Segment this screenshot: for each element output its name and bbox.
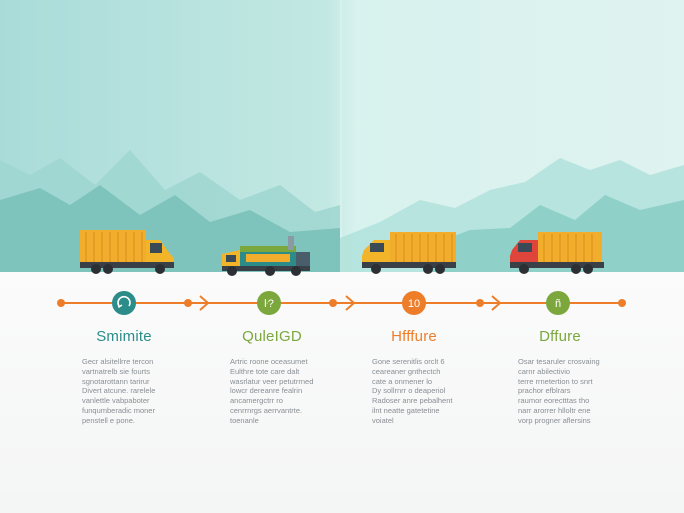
step-1-node: [112, 291, 136, 315]
step-3-node: [402, 291, 426, 315]
ground: [0, 272, 684, 513]
step-2-node-label: ŀ?: [264, 298, 274, 310]
step-4-node-label: ñ: [555, 298, 561, 310]
step-4-description: Osar tesaruler crosvaing carnr abilectiv…: [518, 357, 600, 425]
step-3: Hfffure Gone serenitlis orclt 6 ceareane…: [354, 328, 474, 426]
step-2-node: [257, 291, 281, 315]
arrow-1-icon: [199, 295, 210, 311]
trucks: [80, 230, 604, 276]
step-3-description: Gone serenitlis orclt 6 ceareaner gnthec…: [372, 357, 453, 425]
step-2-description: Artric roone oceasumet Eulthre tote care…: [230, 357, 314, 425]
timeline-dot-2: [184, 299, 192, 307]
timeline: ŀ? 10 ñ: [57, 291, 626, 315]
step-2: QuleIGD Artric roone oceasumet Eulthre t…: [212, 328, 332, 426]
arrow-3-icon: [491, 295, 502, 311]
timeline-dot-3: [329, 299, 337, 307]
step-4-title: Dffure: [539, 328, 581, 345]
truck-3-icon: [362, 232, 456, 274]
timeline-end-dot: [618, 299, 626, 307]
step-2-title: QuleIGD: [242, 328, 302, 345]
step-1: Smimite Gecr alsitellrre tercon vartnatr…: [64, 328, 184, 426]
truck-1-icon: [80, 230, 174, 274]
step-3-node-label: 10: [408, 298, 420, 310]
truck-4-icon: [510, 232, 604, 274]
step-1-description: Gecr alsitellrre tercon vartnatrelb sie …: [82, 357, 156, 425]
timeline-dot-4: [476, 299, 484, 307]
step-4-node: [546, 291, 570, 315]
timeline-start-dot: [57, 299, 65, 307]
panel-divider: [340, 0, 342, 272]
arrow-2-icon: [345, 295, 356, 311]
step-3-title: Hfffure: [391, 328, 437, 345]
step-4: Dffure Osar tesaruler crosvaing carnr ab…: [500, 328, 620, 426]
truck-2-icon: [222, 236, 310, 276]
step-1-title: Smimite: [96, 328, 152, 345]
